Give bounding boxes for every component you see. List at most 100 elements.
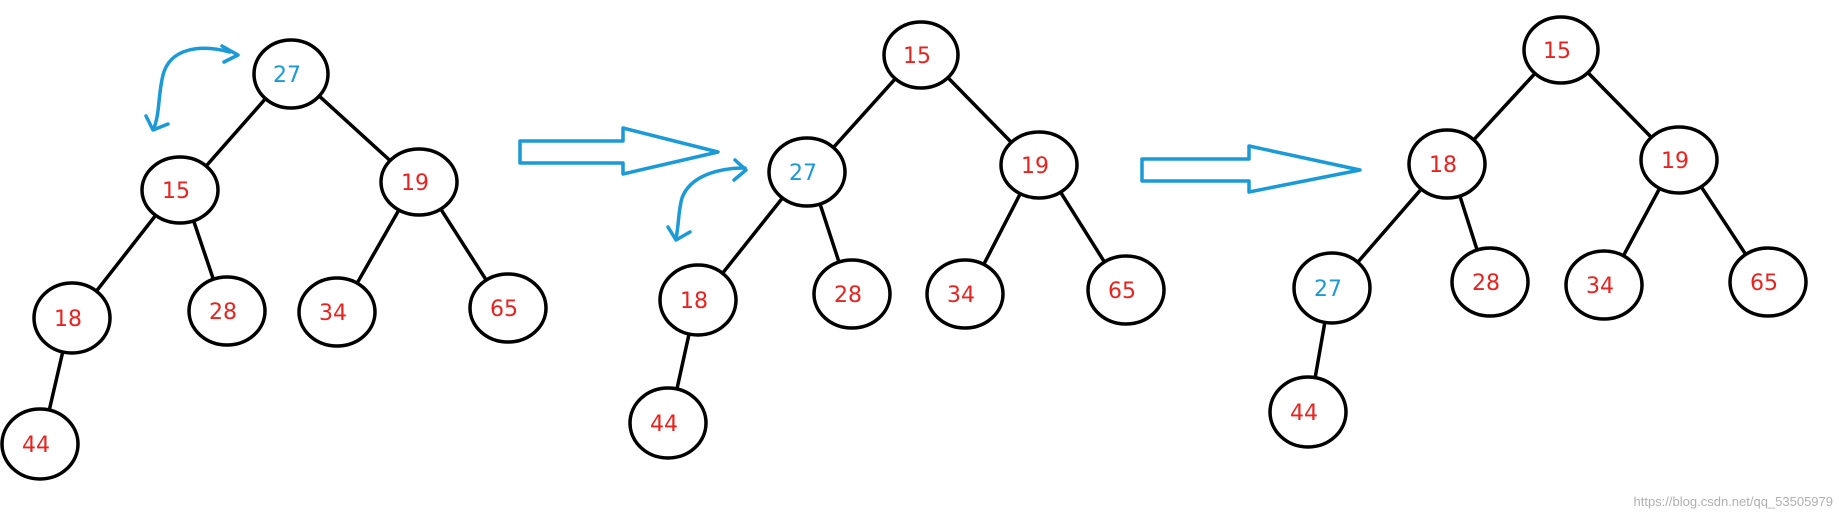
tree-node: 34 (1564, 249, 1644, 321)
tree-node: 34 (925, 258, 1005, 330)
tree-node: 34 (297, 276, 377, 348)
node-label: 65 (490, 297, 518, 322)
tree-edge (1313, 318, 1327, 382)
tree-node: 18 (32, 281, 112, 355)
tree-edge (1470, 70, 1538, 143)
node-circle (1086, 254, 1166, 326)
node-circle (812, 258, 892, 330)
node-label: 28 (209, 300, 237, 325)
tree-node: 19 (1639, 125, 1719, 195)
tree-edge (1620, 185, 1663, 260)
node-circle (1522, 15, 1600, 85)
tree-node: 28 (1450, 246, 1530, 318)
tree-edge (674, 330, 692, 393)
tree-edge (817, 200, 842, 266)
node-label: 27 (789, 161, 817, 186)
node-circle (1268, 375, 1348, 449)
node-circle (1639, 125, 1719, 195)
tree-edge (191, 217, 216, 283)
tree-edge (316, 93, 394, 164)
node-circle (1564, 249, 1644, 321)
swap-arrow (666, 158, 748, 242)
tree-node: 65 (1728, 246, 1808, 318)
swap-arrow (144, 44, 240, 132)
node-label: 18 (1429, 153, 1457, 178)
tree-node: 15 (1522, 15, 1600, 85)
tree-node: 28 (187, 275, 267, 347)
swap-arrowhead (144, 44, 240, 132)
node-circle (0, 407, 80, 481)
node-label: 27 (1314, 277, 1342, 302)
tree-node: 18 (1407, 128, 1487, 200)
node-label: 44 (1290, 401, 1318, 426)
tree-node: 18 (658, 263, 738, 337)
tree-edges (47, 69, 1749, 414)
tree-node: 44 (0, 407, 80, 481)
swap-arrow-curve (674, 166, 747, 240)
tree-edge (1354, 185, 1425, 266)
node-circle (252, 38, 330, 110)
node-label: 34 (947, 283, 975, 308)
tree-node: 44 (1268, 375, 1348, 449)
node-circle (32, 281, 112, 355)
node-circle (882, 20, 960, 90)
node-label: 34 (319, 301, 347, 326)
tree-edge (1057, 188, 1108, 266)
tree-edge (981, 190, 1023, 268)
node-circle (658, 263, 738, 337)
tree-edge (1457, 192, 1480, 254)
node-circle (999, 130, 1079, 200)
node-label: 15 (1543, 39, 1571, 64)
tree-edge (47, 348, 65, 414)
node-label: 65 (1750, 271, 1778, 296)
tree-edge (1698, 183, 1749, 258)
tree-edge (203, 95, 269, 170)
node-circle (468, 272, 548, 344)
tree-edge (830, 75, 899, 151)
tree-node: 19 (379, 147, 459, 217)
swap-arrowhead (666, 158, 748, 242)
tree-edge (1584, 69, 1655, 141)
tree-edge (93, 212, 159, 295)
node-circle (187, 275, 267, 347)
tree-node: 27 (767, 136, 847, 208)
step-arrow (1140, 144, 1362, 194)
node-label: 27 (273, 63, 301, 88)
node-label: 15 (903, 44, 931, 69)
node-label: 44 (22, 433, 50, 458)
node-circle (1407, 128, 1487, 200)
tree-node: 15 (140, 155, 220, 225)
tree-node: 65 (468, 272, 548, 344)
tree-node: 27 (252, 38, 330, 110)
node-label: 65 (1108, 279, 1136, 304)
tree-edge (438, 205, 489, 284)
watermark: https://blog.csdn.net/qq_53505979 (1634, 494, 1834, 509)
tree-node: 27 (1292, 251, 1372, 325)
tree-node: 65 (1086, 254, 1166, 326)
tree-node: 28 (812, 258, 892, 330)
node-circle (925, 258, 1005, 330)
node-label: 44 (650, 412, 678, 437)
tree-edge (719, 194, 786, 277)
node-label: 34 (1586, 274, 1614, 299)
swap-arrow-curve (152, 46, 232, 130)
node-circle (140, 155, 220, 225)
node-circle (379, 147, 459, 217)
step-arrows (518, 126, 1362, 194)
tree-nodes: 27 15 19 18 28 34 65 44 15 27 19 18 28 34 65 44 15 18 19 27… (0, 15, 1808, 481)
node-label: 28 (834, 283, 862, 308)
node-circle (297, 276, 377, 348)
node-circle (767, 136, 847, 208)
tree-node: 15 (882, 20, 960, 90)
node-label: 28 (1472, 271, 1500, 296)
node-label: 19 (1021, 154, 1049, 179)
node-circle (1728, 246, 1808, 318)
node-circle (1292, 251, 1372, 325)
swap-arrows (144, 44, 748, 242)
node-label: 18 (54, 307, 82, 332)
tree-edge (354, 206, 402, 287)
node-label: 19 (401, 171, 429, 196)
tree-edge (944, 74, 1015, 146)
step-arrow (518, 126, 720, 176)
